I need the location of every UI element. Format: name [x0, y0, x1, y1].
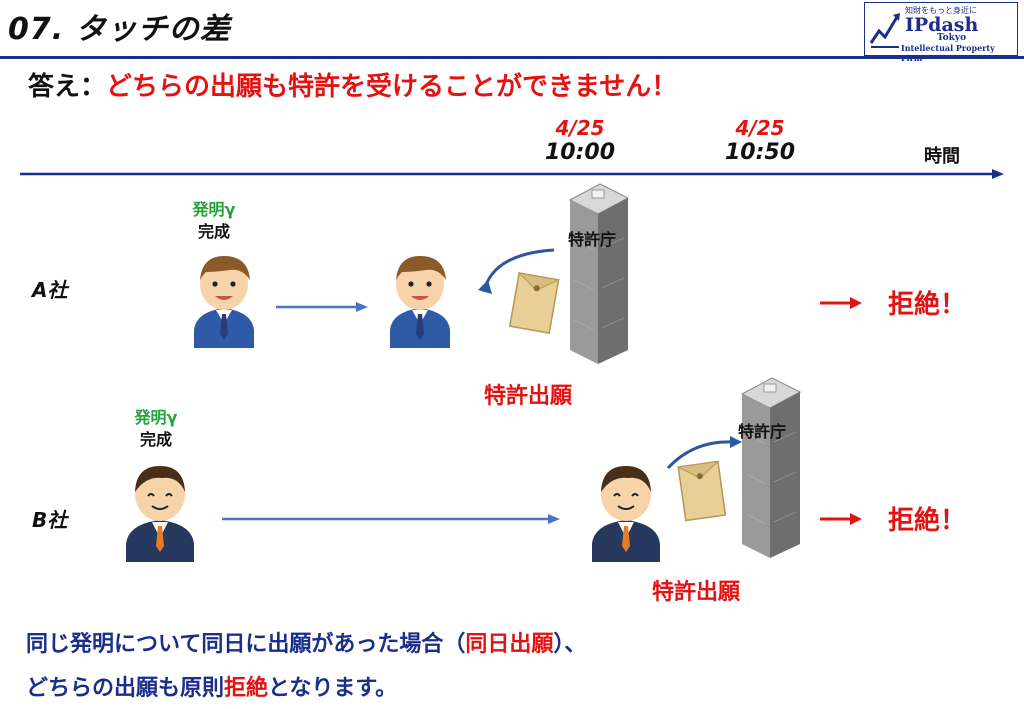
- explanation-line-1-a: 同じ発明について同日に出願があった場合（: [26, 632, 465, 657]
- company-b-result-arrow: [818, 512, 864, 526]
- company-a-result: 拒絶！: [888, 284, 966, 321]
- t2-date: 4/25: [720, 116, 800, 140]
- company-a-result-arrow: [818, 296, 864, 310]
- logo-firm: Intellectual Property Firm: [901, 43, 1017, 63]
- chart-up-icon: [869, 9, 901, 49]
- t1-date: 4/25: [540, 116, 620, 140]
- company-b-invention: 発明γ: [116, 404, 196, 428]
- explanation-line-2: どちらの出願も原則拒絶となります。: [26, 670, 397, 702]
- company-a-office-label: 特許庁: [568, 226, 616, 250]
- company-a-invention: 発明γ: [174, 196, 254, 220]
- company-b-result: 拒絶！: [888, 500, 966, 537]
- company-b-label: B社: [32, 504, 67, 533]
- explanation-rejection: 拒絶: [224, 676, 268, 701]
- t1-time: 10:00: [532, 140, 628, 165]
- explanation-line-2-b: となります。: [268, 676, 397, 701]
- answer-label: 答え：: [28, 72, 106, 102]
- company-b-arrow-1: [220, 512, 564, 526]
- time-axis: [0, 166, 1010, 182]
- explanation-line-1: 同じ発明について同日に出願があった場合（同日出願）、: [26, 626, 586, 658]
- businessman-b-icon: [124, 462, 196, 562]
- time-axis-label: 時間: [924, 142, 960, 168]
- businessman-a-filer-icon: [386, 252, 454, 348]
- businessman-a-icon: [190, 252, 258, 348]
- company-a-completed: 完成: [174, 218, 254, 242]
- explanation-line-2-a: どちらの出願も原則: [26, 676, 224, 701]
- businessman-b-filer-icon: [590, 462, 662, 562]
- t2-time: 10:50: [712, 140, 808, 165]
- company-b-completed: 完成: [116, 426, 196, 450]
- explanation-line-1-b: ）、: [553, 632, 586, 657]
- slide-title: 07. タッチの差: [8, 4, 231, 48]
- ipdash-logo: 知財をもっと身近に IPdash Tokyo Intellectual Prop…: [864, 2, 1018, 56]
- company-b-office-label: 特許庁: [738, 418, 786, 442]
- answer-line: 答え：どちらの出願も特許を受けることができません！: [28, 66, 677, 103]
- company-b-filing-label: 特許出願: [652, 574, 740, 606]
- patent-office-b-icon: [734, 374, 810, 560]
- envelope-a-icon: [508, 272, 560, 336]
- logo-city: Tokyo: [937, 33, 966, 43]
- company-a-arrow-1: [274, 300, 370, 314]
- answer-text: どちらの出願も特許を受けることができません！: [106, 72, 677, 102]
- company-a-label: A社: [32, 274, 67, 303]
- title-divider: [0, 56, 1024, 59]
- company-a-filing-label: 特許出願: [484, 378, 572, 410]
- envelope-b-icon: [676, 460, 728, 524]
- patent-office-a-icon: [560, 180, 638, 366]
- explanation-same-day-filing: 同日出願: [465, 632, 553, 657]
